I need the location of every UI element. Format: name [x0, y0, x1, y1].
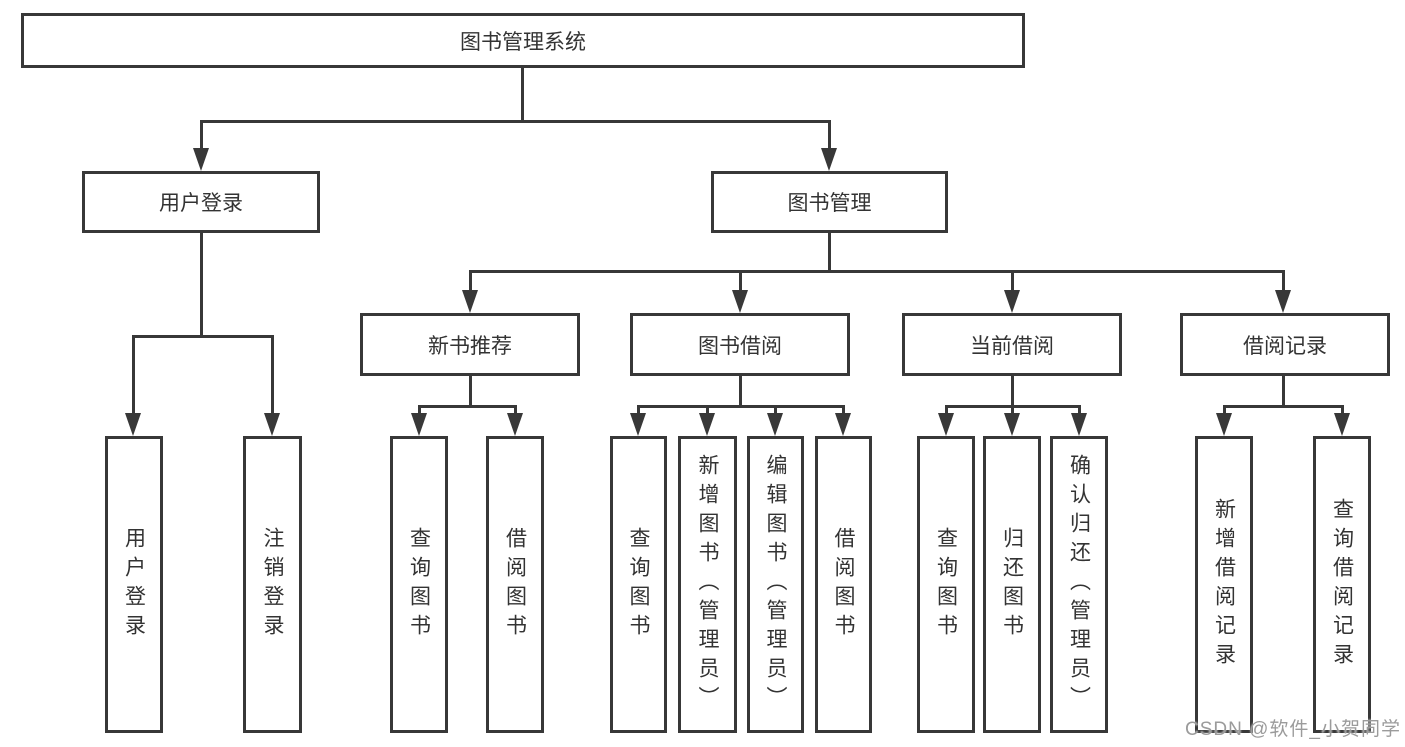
connector-stem [418, 405, 421, 417]
arrow-down-icon [1334, 413, 1350, 436]
connector-stem [132, 335, 135, 415]
arrow-down-icon [264, 413, 280, 436]
connector-stem [739, 374, 742, 408]
node-label: 借阅记录 [1243, 334, 1327, 358]
leaf-label: 新增图书（管理员） [696, 454, 720, 715]
connector-stem [1078, 405, 1081, 417]
connector-stem [271, 335, 274, 415]
leaf-label: 确认归还（管理员） [1067, 454, 1091, 715]
connector-stem [945, 405, 948, 417]
arrow-down-icon [1216, 413, 1232, 436]
arrow-down-icon [732, 290, 748, 313]
leaf-label: 查询图书 [934, 526, 958, 643]
connector-bar [418, 405, 517, 408]
leaf-label: 借阅图书 [503, 526, 527, 643]
connector-stem [1341, 405, 1344, 417]
node-new-book-recommend: 新书推荐 [360, 313, 580, 376]
leaf-label: 用户登录 [122, 526, 146, 643]
leaf-user-login: 用户登录 [105, 436, 163, 733]
leaf-query-books-current: 查询图书 [917, 436, 975, 733]
node-label: 新书推荐 [428, 334, 512, 358]
leaf-label: 借阅图书 [832, 526, 856, 643]
arrow-down-icon [411, 413, 427, 436]
arrow-down-icon [193, 148, 209, 171]
leaf-logout: 注销登录 [243, 436, 302, 733]
leaf-query-books-borrow: 查询图书 [610, 436, 667, 733]
arrow-down-icon [507, 413, 523, 436]
connector-bar [469, 270, 1285, 273]
connector-stem [706, 405, 709, 417]
arrow-down-icon [821, 148, 837, 171]
arrow-down-icon [1071, 413, 1087, 436]
leaf-label: 查询图书 [407, 526, 431, 643]
leaf-borrow-books: 借阅图书 [815, 436, 872, 733]
connector-stem [1282, 270, 1285, 294]
node-book-management: 图书管理 [711, 171, 948, 233]
connector-stem [828, 231, 831, 272]
node-label: 图书管理 [787, 192, 872, 215]
connector-bar [132, 335, 274, 338]
node-label: 用户登录 [159, 192, 243, 215]
leaf-query-borrow-record: 查询借阅记录 [1313, 436, 1371, 733]
leaf-return-book: 归还图书 [983, 436, 1041, 733]
leaf-add-borrow-record: 新增借阅记录 [1195, 436, 1253, 733]
leaf-label: 归还图书 [1000, 526, 1024, 643]
node-library-system: 图书管理系统 [21, 13, 1025, 68]
connector-stem [469, 270, 472, 294]
connector-stem [1011, 374, 1014, 408]
connector-stem [469, 374, 472, 408]
node-label: 当前借阅 [970, 334, 1054, 358]
connector-stem [1223, 405, 1226, 417]
connector-stem [842, 405, 845, 417]
arrow-down-icon [938, 413, 954, 436]
connector-stem [739, 270, 742, 294]
leaf-label: 新增借阅记录 [1212, 497, 1236, 672]
arrow-down-icon [699, 413, 715, 436]
leaf-label: 查询借阅记录 [1330, 497, 1354, 672]
connector-stem [1011, 405, 1014, 417]
connector-stem [514, 405, 517, 417]
leaf-borrow-books-recommend: 借阅图书 [486, 436, 544, 733]
node-user-login: 用户登录 [82, 171, 320, 233]
arrow-down-icon [1004, 413, 1020, 436]
node-label: 图书借阅 [698, 334, 782, 358]
connector-stem [521, 66, 524, 122]
arrow-down-icon [767, 413, 783, 436]
node-current-borrow: 当前借阅 [902, 313, 1122, 376]
connector-stem [828, 120, 831, 153]
connector-stem [774, 405, 777, 417]
leaf-confirm-return-admin: 确认归还（管理员） [1050, 436, 1108, 733]
connector-bar [1223, 405, 1344, 408]
connector-bar [945, 405, 1081, 408]
arrow-down-icon [1004, 290, 1020, 313]
leaf-label: 编辑图书（管理员） [764, 454, 788, 715]
node-label: 图书管理系统 [460, 30, 586, 54]
node-book-borrow: 图书借阅 [630, 313, 850, 376]
arrow-down-icon [630, 413, 646, 436]
arrow-down-icon [835, 413, 851, 436]
connector-stem [200, 231, 203, 337]
connector-stem [200, 120, 203, 153]
arrow-down-icon [462, 290, 478, 313]
connector-bar [637, 405, 845, 408]
connector-stem [637, 405, 640, 417]
arrow-down-icon [125, 413, 141, 436]
leaf-edit-book-admin: 编辑图书（管理员） [747, 436, 804, 733]
arrow-down-icon [1275, 290, 1291, 313]
leaf-label: 查询图书 [627, 526, 651, 643]
node-borrow-records: 借阅记录 [1180, 313, 1390, 376]
leaf-add-book-admin: 新增图书（管理员） [678, 436, 737, 733]
watermark: CSDN @软件_小贺同学 [1185, 719, 1401, 740]
leaf-query-books-recommend: 查询图书 [390, 436, 448, 733]
leaf-label: 注销登录 [261, 526, 285, 643]
connector-bar [200, 120, 831, 123]
connector-stem [1282, 374, 1285, 408]
connector-stem [1011, 270, 1014, 294]
